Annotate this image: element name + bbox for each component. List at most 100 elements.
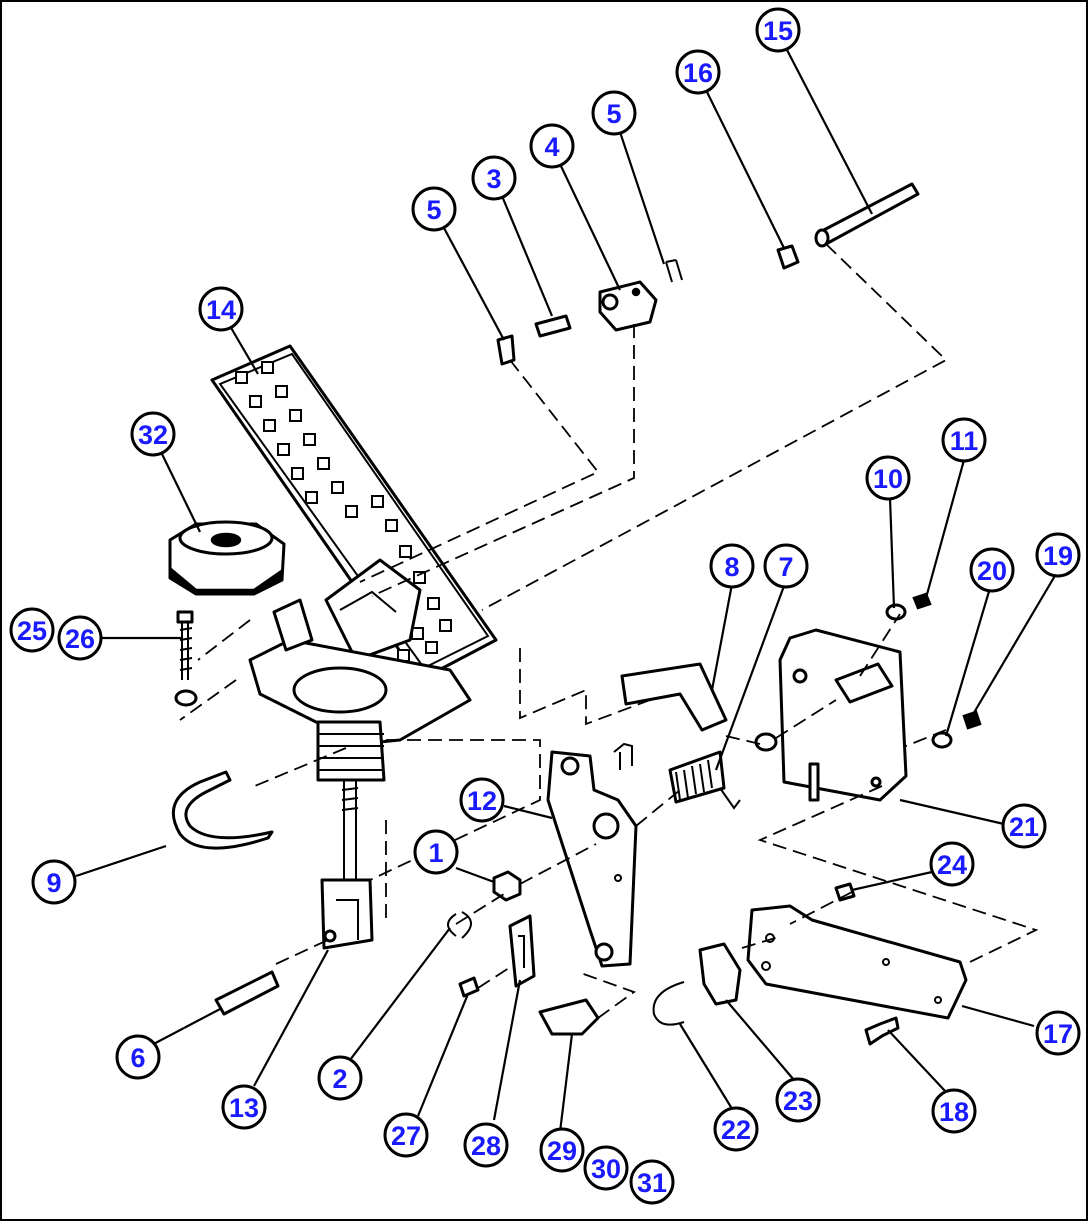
callout-7: 7 <box>763 543 809 589</box>
part-clip-2 <box>447 911 472 939</box>
callout-23: 23 <box>775 1077 821 1123</box>
callout-29: 29 <box>539 1127 585 1173</box>
callout-26: 26 <box>57 615 103 661</box>
callout-9: 9 <box>31 859 77 905</box>
callout-24: 24 <box>929 841 975 887</box>
part-connector-29 <box>538 998 600 1036</box>
part-washer-10 <box>885 603 907 621</box>
callout-label: 10 <box>873 464 903 494</box>
callout-label: 28 <box>471 1131 501 1161</box>
part-rod <box>814 182 920 248</box>
callout-10: 10 <box>865 455 911 501</box>
part-slot-plate <box>508 914 536 988</box>
part-pin-3 <box>534 314 572 338</box>
callout-15: 15 <box>755 7 801 53</box>
callout-label: 4 <box>544 132 559 162</box>
callout-1: 1 <box>413 829 459 875</box>
parts-artwork <box>168 182 982 1046</box>
part-clamp-23 <box>698 942 742 1006</box>
part-screw-27 <box>458 976 480 998</box>
callout-label: 8 <box>724 552 739 582</box>
part-bracket-17 <box>746 904 968 1020</box>
part-nut-19 <box>962 710 982 730</box>
part-clevis-13 <box>320 878 374 950</box>
pedal-tread-pattern <box>235 361 452 662</box>
callout-31: 31 <box>629 1159 675 1205</box>
callout-label: 23 <box>783 1086 813 1116</box>
callout-32: 32 <box>130 411 176 457</box>
callout-label: 14 <box>206 295 236 325</box>
part-clip-16 <box>776 244 800 270</box>
callout-25: 25 <box>9 607 55 653</box>
part-nut-1 <box>492 870 522 902</box>
callout-label: 2 <box>332 1064 347 1094</box>
leader-lines <box>75 47 1057 1133</box>
callout-label: 11 <box>950 426 979 456</box>
callout-label: 27 <box>391 1121 421 1151</box>
callout-label: 31 <box>637 1168 667 1198</box>
part-block-4 <box>598 280 658 332</box>
callout-label: 19 <box>1043 541 1073 571</box>
part-bumper <box>168 520 286 596</box>
part-u-bolt <box>171 770 274 850</box>
callout-27: 27 <box>383 1112 429 1158</box>
callout-label: 5 <box>426 195 441 225</box>
callout-label: 18 <box>939 1097 969 1127</box>
callout-label: 26 <box>65 624 95 654</box>
part-bolt-26 <box>174 610 198 707</box>
assembly-lines <box>179 243 1039 1019</box>
callout-11: 11 <box>941 417 987 463</box>
callout-label: 6 <box>130 1043 145 1073</box>
callout-30: 30 <box>583 1145 629 1191</box>
callout-label: 16 <box>683 58 713 88</box>
part-pedal-base <box>248 598 472 880</box>
callout-label: 32 <box>138 420 168 450</box>
part-bolt-6 <box>214 970 280 1016</box>
part-lever-12 <box>546 750 638 968</box>
callout-label: 7 <box>778 552 793 582</box>
callout-label: 9 <box>46 868 61 898</box>
callouts: 15 16 5 4 3 5 14 32 11 10 8 7 20 19 25 2… <box>9 7 1081 1205</box>
callout-label: 1 <box>428 838 443 868</box>
callout-20: 20 <box>969 547 1015 593</box>
callout-16: 16 <box>675 49 721 95</box>
callout-12: 12 <box>459 777 505 823</box>
part-housing-21 <box>754 628 908 802</box>
callout-label: 29 <box>547 1136 577 1166</box>
callout-18: 18 <box>931 1088 977 1134</box>
callout-label: 22 <box>721 1115 751 1145</box>
callout-label: 17 <box>1043 1019 1073 1049</box>
callout-label: 21 <box>1009 812 1039 842</box>
part-screw-18 <box>864 1016 900 1046</box>
callout-label: 3 <box>486 164 501 194</box>
callout-label: 20 <box>977 556 1007 586</box>
callout-label: 13 <box>229 1093 259 1123</box>
callout-label: 12 <box>467 786 497 816</box>
callout-17: 17 <box>1035 1010 1081 1056</box>
callout-2: 2 <box>317 1055 363 1101</box>
callout-5: 5 <box>411 186 457 232</box>
callout-label: 5 <box>606 99 621 129</box>
callout-6: 6 <box>115 1034 161 1080</box>
callout-label: 24 <box>937 850 967 880</box>
callout-label: 25 <box>17 616 47 646</box>
part-spring-7 <box>668 750 741 810</box>
callout-3: 3 <box>471 155 517 201</box>
callout-13: 13 <box>221 1084 267 1130</box>
part-clip-5b <box>665 259 683 283</box>
callout-21: 21 <box>1001 803 1047 849</box>
part-bracket-8 <box>620 662 728 732</box>
callout-8: 8 <box>709 543 755 589</box>
callout-4: 4 <box>529 123 575 169</box>
callout-label: 15 <box>763 16 793 46</box>
callout-19: 19 <box>1035 532 1081 578</box>
callout-28: 28 <box>463 1122 509 1168</box>
part-clip-5a <box>496 334 516 366</box>
part-hook-22 <box>652 981 685 1026</box>
part-pedal-plate <box>210 344 498 682</box>
callout-14: 14 <box>198 286 244 332</box>
callout-5: 5 <box>591 90 637 136</box>
part-nut-24 <box>834 882 856 902</box>
